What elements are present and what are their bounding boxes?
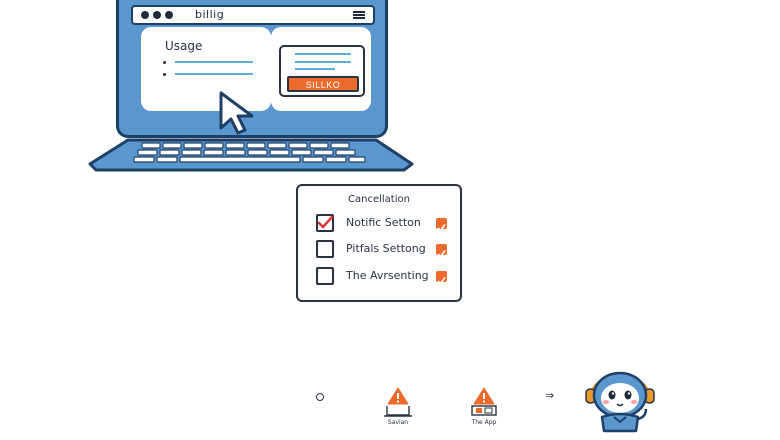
checkbox-unchecked[interactable] [316, 240, 334, 258]
orange-tag-icon [436, 271, 447, 285]
menu-icon[interactable] [353, 11, 365, 19]
checkbox-checked[interactable] [316, 214, 334, 232]
upgrade-button[interactable]: SILLKO [287, 76, 359, 92]
bullet-icon [163, 73, 166, 76]
robot-assistant-icon [585, 371, 655, 433]
browser-url: billig [195, 8, 225, 21]
warning-app-icon [471, 387, 497, 416]
laptop-screen: billig Usage SILLKO [116, 0, 388, 138]
checkbox-unchecked[interactable] [316, 267, 334, 285]
card-line [295, 53, 351, 55]
usage-line [175, 61, 253, 63]
bullet-icon [163, 61, 166, 64]
circle-icon [316, 393, 324, 401]
tag-check-icon [437, 277, 446, 285]
orange-tag-icon [436, 218, 447, 232]
card-line [295, 68, 335, 70]
orange-tag-icon [436, 244, 447, 258]
option-row[interactable]: Notific Setton [316, 214, 456, 234]
usage-line [175, 73, 253, 75]
tag-check-icon [437, 250, 446, 258]
usage-panel: Usage [141, 27, 271, 111]
usage-title: Usage [165, 39, 203, 53]
window-dot [153, 11, 161, 19]
checkmark-icon [317, 215, 334, 229]
option-label: The Avrsenting [346, 269, 429, 282]
icon-caption: The App [471, 419, 497, 426]
panel-title: Cancellation [348, 194, 410, 205]
arrow-icon: ⇒ [545, 389, 555, 402]
cancellation-panel: Cancellation Notific Setton Pitfals Sett… [296, 184, 462, 302]
subscription-card: SILLKO [279, 45, 365, 97]
icon-caption: Savian [387, 419, 409, 426]
option-label: Pitfals Settong [346, 242, 426, 255]
window-dot [165, 11, 173, 19]
mouse-cursor-icon [219, 91, 254, 135]
warning-laptop-icon [384, 387, 412, 417]
subscription-panel: SILLKO [271, 27, 371, 111]
card-line [295, 61, 351, 63]
option-row[interactable]: Pitfals Settong [316, 240, 456, 260]
option-label: Notific Setton [346, 216, 421, 229]
option-row[interactable]: The Avrsenting [316, 267, 456, 287]
tag-check-icon [437, 224, 446, 232]
browser-bar: billig [131, 5, 375, 25]
window-dot [141, 11, 149, 19]
